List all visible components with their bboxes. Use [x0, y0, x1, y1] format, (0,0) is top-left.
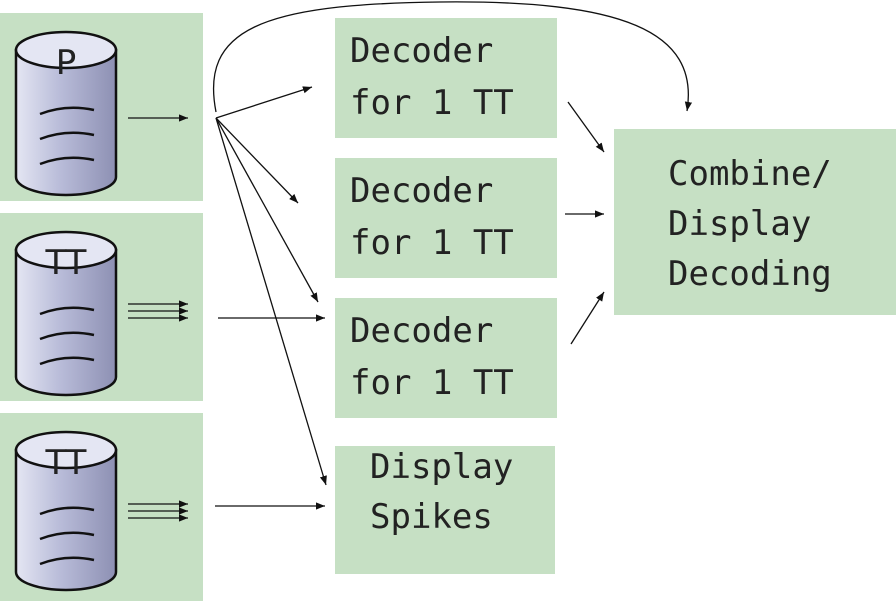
arrow-p-to-display-spikes	[215, 117, 327, 486]
source-panel-tt-1: TT	[0, 213, 203, 401]
decoder-box-2: Decoder for 1 TT	[335, 158, 557, 278]
arrow-p-to-decoder-3	[215, 117, 319, 303]
database-icon	[14, 30, 118, 197]
decoder-label-line2: for 1 TT	[350, 83, 514, 123]
arrow-decoder-1-to-combine	[567, 101, 605, 153]
arrow-decoder-3-to-combine	[570, 291, 605, 345]
source-panel-tt-2: TT	[0, 413, 203, 601]
decoder-label-line2: for 1 TT	[350, 223, 514, 263]
display-spikes-line2: Spikes	[370, 497, 493, 537]
arrow-p-to-decoder-2	[215, 117, 299, 204]
decoder-label-line1: Decoder	[350, 311, 493, 351]
database-icon	[14, 230, 118, 397]
combine-line2: Display	[668, 204, 811, 244]
decoder-label-line1: Decoder	[350, 171, 493, 211]
combine-line1: Combine/	[668, 154, 832, 194]
arrow-p-to-combine	[212, 1, 693, 113]
database-icon	[14, 430, 118, 592]
source-panel-p: P	[0, 13, 203, 201]
combine-display-box: Combine/ Display Decoding	[614, 129, 896, 315]
combine-line3: Decoding	[668, 254, 832, 294]
source-label: P	[56, 43, 77, 83]
display-spikes-line1: Display	[370, 447, 513, 487]
decoder-label-line2: for 1 TT	[350, 363, 514, 403]
decoder-label-line1: Decoder	[350, 31, 493, 71]
source-label: TT	[45, 443, 87, 483]
display-spikes-box: Display Spikes	[335, 446, 555, 574]
source-label: TT	[45, 243, 87, 283]
decoder-box-1: Decoder for 1 TT	[335, 18, 557, 138]
arrow-p-to-decoder-1	[215, 86, 313, 119]
decoder-box-3: Decoder for 1 TT	[335, 298, 557, 418]
